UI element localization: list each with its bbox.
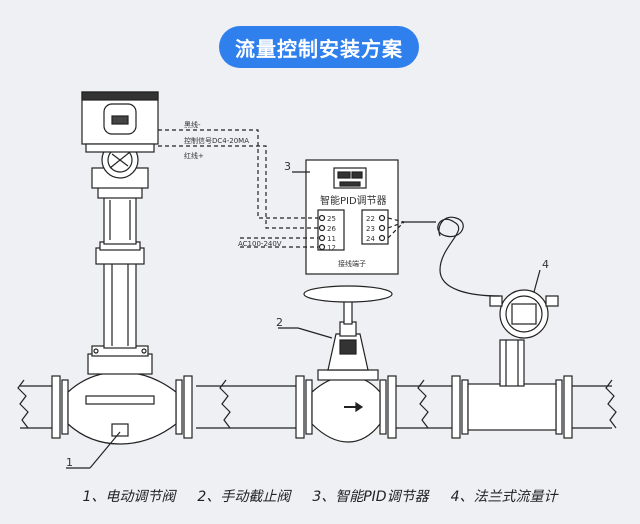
signal-wiring [158,129,405,248]
controller-name: 智能PID调节器 [320,194,387,207]
terminal-25: 25 [327,215,336,223]
terminal-block-label: 接线端子 [338,259,366,268]
manual-globe-valve [303,285,393,443]
callout-2: 2 [276,316,283,329]
legend: 1、电动调节阀 2、手动截止阀 3、智能PID调节器 4、法兰式流量计 [0,486,640,520]
callout-4: 4 [542,258,549,271]
wire-signal-label: 控制信号DC4-20MA [184,136,249,145]
flanges [51,375,573,439]
callout-3: 3 [284,160,291,173]
terminal-23: 23 [366,225,375,233]
wire-black-label: 黑线- [184,120,201,129]
flange-flow-meter [404,216,559,431]
pipeline [17,379,617,429]
callout-1: 1 [66,456,73,469]
callout-leaders [66,171,541,469]
pid-controller [305,159,399,275]
legend-item-electric-valve: 1、电动调节阀 [82,489,176,505]
terminal-24: 24 [366,235,375,243]
terminal-11: 11 [327,235,336,243]
legend-item-pid-controller: 3、智能PID调节器 [312,489,429,505]
page-title: 流量控制安装方案 [219,26,419,68]
wire-red-label: 红线+ [184,151,204,160]
power-label: AC100-240V [238,240,282,248]
electric-control-valve [67,91,177,445]
terminal-22: 22 [366,215,375,223]
terminal-26: 26 [327,225,336,233]
legend-item-flow-meter: 4、法兰式流量计 [450,489,558,505]
terminal-12: 12 [327,244,336,252]
legend-item-manual-valve: 2、手动截止阀 [197,489,291,505]
